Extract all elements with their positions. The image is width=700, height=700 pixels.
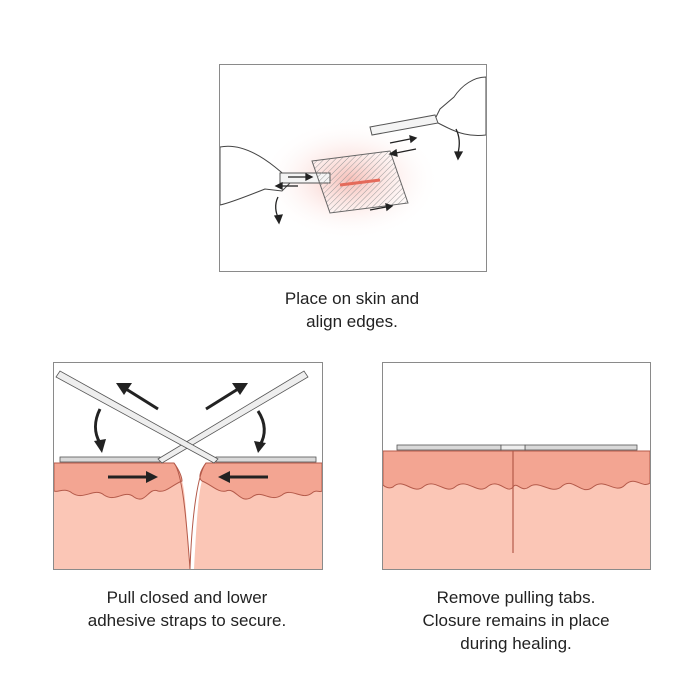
wound-line [339, 178, 381, 187]
caption-line: Place on skin and [284, 289, 420, 308]
direction-arrows [94, 383, 268, 483]
skin-surface-right [199, 462, 322, 500]
left-adhesive-strap [59, 456, 161, 463]
closure-in-place-diagram [383, 444, 650, 569]
step-2-caption: Pull closed and lower adhesive straps to… [37, 586, 337, 632]
step-3-caption: Remove pulling tabs. Closure remains in … [366, 586, 666, 655]
caption-line: adhesive straps to secure. [87, 611, 287, 630]
right-hand [433, 76, 486, 136]
place-on-skin-diagram [220, 76, 486, 240]
right-adhesive-strap [215, 456, 317, 463]
left-pull-tab [157, 370, 309, 464]
step-3-illustration [382, 362, 651, 570]
step-2-illustration [53, 362, 323, 570]
caption-line: Closure remains in place [422, 611, 610, 630]
caption-line: during healing. [460, 634, 572, 653]
adhesive-strap-left [396, 444, 502, 451]
skin-deep-layer [54, 481, 322, 569]
skin-surface-left [54, 462, 183, 500]
direction-arrows [273, 128, 464, 225]
pull-closed-diagram [54, 370, 322, 569]
step-1-caption: Place on skin and align edges. [219, 287, 485, 333]
step-1-illustration [219, 64, 487, 272]
strap-bridge [500, 444, 526, 451]
caption-line: Remove pulling tabs. [436, 588, 596, 607]
caption-line: align edges. [306, 312, 398, 331]
right-pull-tab [55, 370, 219, 464]
adhesive-strap-right [524, 444, 638, 451]
right-pull-tab [369, 114, 439, 136]
left-hand [220, 145, 293, 206]
skin-deep-layer [383, 475, 650, 569]
caption-line: Pull closed and lower [106, 588, 268, 607]
skin-surface [383, 450, 650, 491]
wound-gap [173, 462, 207, 569]
